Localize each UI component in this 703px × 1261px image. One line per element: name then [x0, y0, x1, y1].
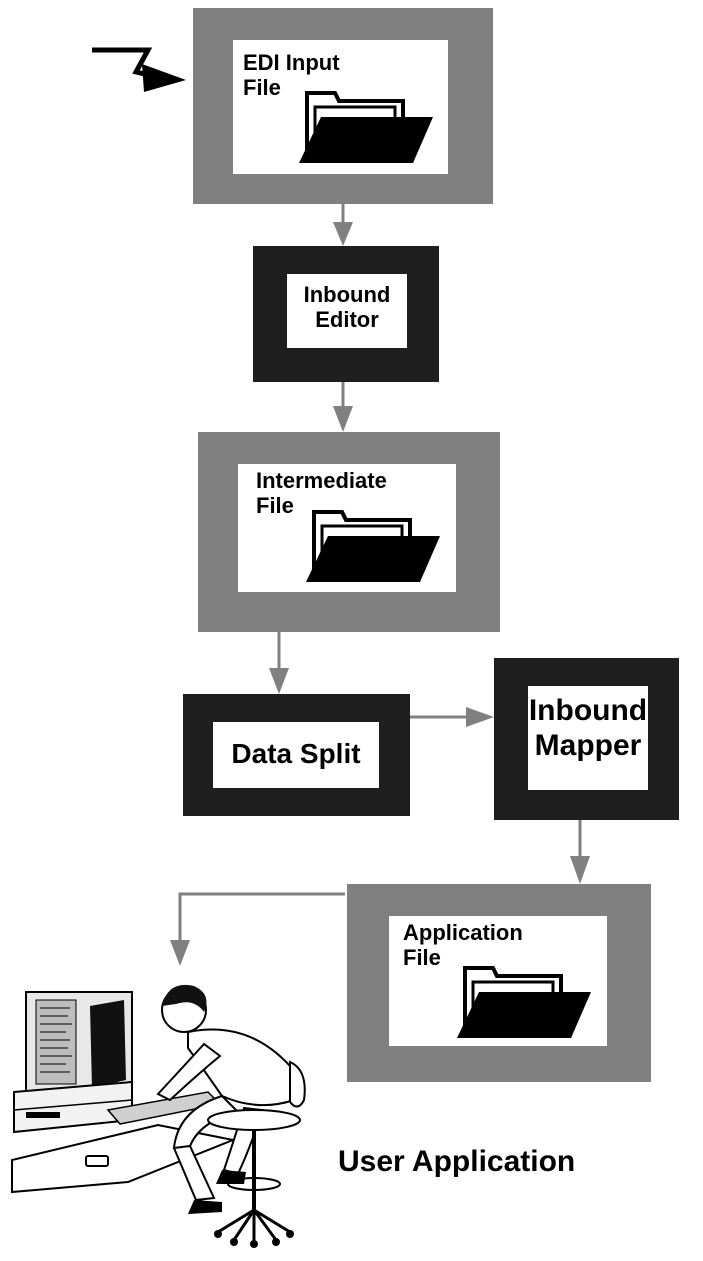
edi-input-line2: File	[243, 75, 281, 101]
inbound-mapper-node: Inbound Mapper	[494, 658, 679, 820]
user-application-caption: User Application	[338, 1145, 576, 1178]
data-split-line1: Data Split	[231, 738, 361, 769]
intermediate-file-node: Intermediate File	[198, 432, 500, 632]
intermediate-line1: Intermediate	[256, 468, 387, 493]
intermediate-line2: File	[256, 493, 294, 519]
inbound-mapper-panel: Inbound Mapper	[528, 686, 648, 790]
inbound-editor-line1: Inbound	[303, 282, 391, 307]
inbound-editor-line2: Editor	[315, 307, 379, 333]
arrow-intermediate-to-datasplit	[269, 632, 289, 694]
inbound-editor-label: Inbound Editor	[287, 282, 407, 333]
application-file-node: Application File	[347, 884, 651, 1082]
inbound-editor-panel: Inbound Editor	[287, 274, 407, 348]
application-file-panel: Application File	[389, 916, 607, 1046]
data-split-panel: Data Split	[213, 722, 379, 788]
application-line1: Application	[403, 920, 523, 945]
arrow-editor-to-intermediate	[333, 382, 353, 432]
intermediate-file-label: Intermediate File	[256, 468, 387, 519]
edi-input-line1: EDI Input	[243, 50, 340, 75]
lightning-arrow-icon	[92, 47, 186, 92]
arrow-application-to-user	[170, 892, 345, 966]
inbound-editor-node: Inbound Editor	[253, 246, 439, 382]
application-file-label: Application File	[403, 920, 523, 971]
arrow-datasplit-to-mapper	[410, 707, 494, 727]
inbound-mapper-line1: Inbound	[528, 694, 648, 727]
folder-icon	[299, 91, 433, 163]
folder-icon	[306, 510, 440, 582]
application-line2: File	[403, 945, 441, 971]
edi-input-file-label: EDI Input File	[243, 50, 340, 101]
edi-input-file-node: EDI Input File	[193, 8, 493, 204]
arrow-mapper-to-application	[570, 820, 590, 884]
computer-user-icon	[11, 984, 306, 1248]
intermediate-file-panel: Intermediate File	[238, 464, 456, 592]
inbound-mapper-label: Inbound Mapper	[518, 694, 658, 763]
data-split-node: Data Split	[183, 694, 410, 816]
arrow-edi-to-editor	[333, 204, 353, 246]
folder-icon	[457, 966, 591, 1038]
data-split-label: Data Split	[213, 738, 379, 770]
edi-input-file-panel: EDI Input File	[233, 40, 448, 174]
inbound-mapper-line2: Mapper	[534, 728, 642, 762]
